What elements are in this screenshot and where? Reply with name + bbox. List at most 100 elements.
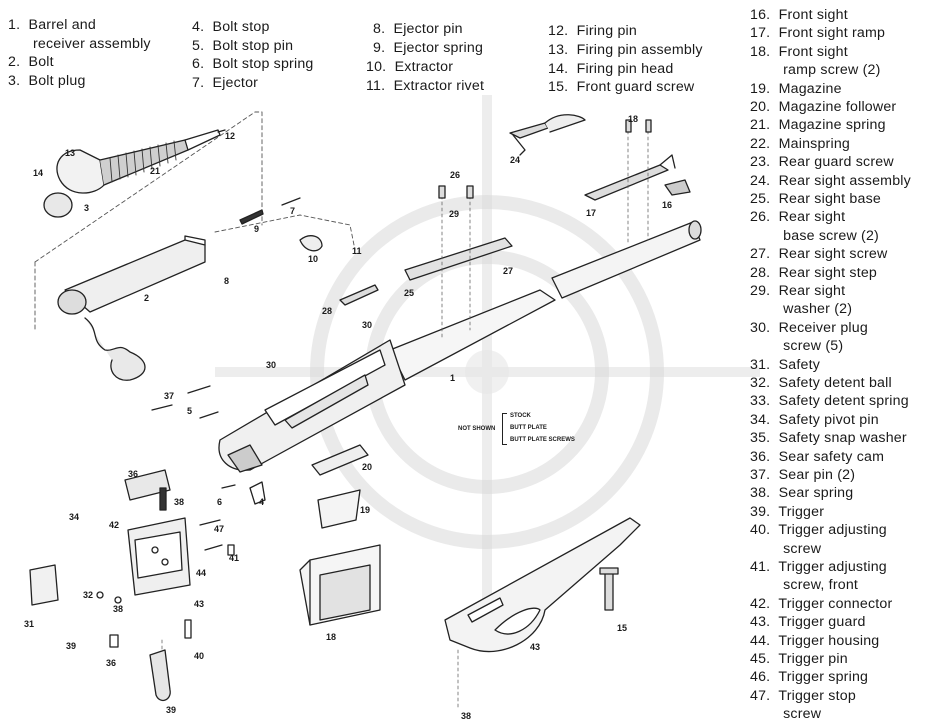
callout: 34 xyxy=(69,512,80,522)
part-list-item: 45. Trigger pin xyxy=(750,651,848,667)
callout: 10 xyxy=(308,254,319,264)
callout: 41 xyxy=(229,553,240,563)
callout: 43 xyxy=(194,599,205,609)
part-list-item-3: 3. Bolt plug xyxy=(8,73,86,89)
callout: 30 xyxy=(362,320,373,330)
part-list-item: 47. Trigger stop xyxy=(750,687,856,704)
part-list-item: screw (5) xyxy=(750,338,844,355)
part-list-item-9: 9. Ejector spring xyxy=(373,40,484,56)
part-list-item: 25. Rear sight base xyxy=(750,191,881,207)
callout: 47 xyxy=(214,524,225,534)
callout: 11 xyxy=(352,246,362,256)
part-list-item-2: 2. Bolt xyxy=(8,54,54,70)
part-list-item: base screw (2) xyxy=(750,227,879,244)
part-list-item: 29. Rear sight xyxy=(750,283,846,299)
part-list-item: 33. Safety detent spring xyxy=(750,393,909,410)
part-list-item: 37. Sear pin (2) xyxy=(750,467,856,483)
callout: 37 xyxy=(164,391,175,401)
not-shown-item: BUTT PLATE xyxy=(510,425,547,431)
callout: 32 xyxy=(83,590,94,600)
part-list-item-8: 8. Ejector pin xyxy=(373,21,463,37)
callout: 16 xyxy=(662,200,673,210)
callout: 27 xyxy=(503,266,514,276)
part-list-item: 20. Magazine follower xyxy=(750,99,897,115)
callout: 1 xyxy=(450,373,456,383)
not-shown-brace xyxy=(502,413,507,445)
callout: 12 xyxy=(225,131,236,141)
part-list-item: 28. Rear sight step xyxy=(750,264,878,281)
part-list-item: 16. Front sight xyxy=(750,7,848,23)
part-list-item: 17. Front sight ramp xyxy=(750,25,886,42)
callout: 26 xyxy=(450,170,461,180)
callout: 36 xyxy=(128,469,139,479)
part-list-item: 46. Trigger spring xyxy=(750,669,869,686)
not-shown-item: STOCK xyxy=(510,413,531,419)
part-list-item-13: 13. Firing pin assembly xyxy=(548,42,703,58)
part-list-item-1-cont: receiver assembly xyxy=(33,36,151,52)
callout: 8 xyxy=(224,276,230,286)
callout: 2 xyxy=(144,293,150,303)
callout: 36 xyxy=(106,658,117,668)
callout: 13 xyxy=(65,148,76,158)
callout: 31 xyxy=(24,619,35,629)
part-list-item: 39. Trigger xyxy=(750,503,825,520)
part-list-item: 22. Mainspring xyxy=(750,135,850,152)
part-list-item: ramp screw (2) xyxy=(750,62,881,79)
not-shown-item: BUTT PLATE SCREWS xyxy=(510,437,575,443)
part-list-item: 19. Magazine xyxy=(750,80,842,97)
part-list-item: 23. Rear guard screw xyxy=(750,154,894,171)
callout: 20 xyxy=(362,462,373,472)
part-list-item: screw xyxy=(750,706,822,723)
part-list-item-4: 4. Bolt stop xyxy=(192,19,270,35)
callout: 38 xyxy=(113,604,124,614)
part-list-item: 43. Trigger guard xyxy=(750,614,866,631)
callout: 17 xyxy=(586,208,597,218)
callout: 14 xyxy=(33,168,44,178)
callout: 15 xyxy=(617,623,628,633)
magazine-drawing xyxy=(299,544,381,626)
callout: 38 xyxy=(461,711,472,721)
callout: 28 xyxy=(322,306,333,316)
callout: 42 xyxy=(109,520,120,530)
part-list-item: 30. Receiver plug xyxy=(750,319,868,336)
callout: 43 xyxy=(530,642,541,652)
part-list-item: 34. Safety pivot pin xyxy=(750,411,879,428)
part-list-item: 42. Trigger connector xyxy=(750,595,893,612)
part-list-item-12: 12. Firing pin xyxy=(548,23,637,39)
part-list-item-5: 5. Bolt stop pin xyxy=(192,38,294,54)
callout: 3 xyxy=(84,203,90,213)
bolt-drawing xyxy=(57,235,206,381)
callout: 39 xyxy=(66,641,77,651)
callout: 29 xyxy=(449,209,460,219)
part-list-item: 31. Safety xyxy=(750,356,821,373)
part-list-item: washer (2) xyxy=(750,301,853,318)
firing-pin-assembly-drawing xyxy=(43,129,226,218)
part-list-item: 41. Trigger adjusting xyxy=(750,559,887,575)
not-shown-label: NOT SHOWN xyxy=(458,426,496,432)
callout: 38 xyxy=(174,497,185,507)
callout: 21 xyxy=(150,166,161,176)
callout: 5 xyxy=(187,406,193,416)
callout: 18 xyxy=(326,632,337,642)
callout: 24 xyxy=(510,155,521,165)
part-list-item-6: 6. Bolt stop spring xyxy=(192,56,314,72)
part-list-item-1: 1. Barrel and xyxy=(8,17,96,33)
callout: 40 xyxy=(194,651,205,661)
part-list-item: 40. Trigger adjusting xyxy=(750,522,887,539)
part-list-item-10: 10. Extractor xyxy=(366,59,454,75)
part-list-item: 38. Sear spring xyxy=(750,485,854,502)
part-list-item: 32. Safety detent ball xyxy=(750,375,892,391)
trigger-guard-drawing xyxy=(444,517,641,653)
callout: 39 xyxy=(166,705,177,715)
part-list-item-7: 7. Ejector xyxy=(192,75,259,91)
part-list-item: 18. Front sight xyxy=(750,43,848,60)
part-list-item: screw, front xyxy=(750,577,859,594)
callout: 19 xyxy=(360,505,371,515)
barrel-receiver-drawing xyxy=(218,220,702,473)
callout: 30 xyxy=(266,360,277,370)
callout: 4 xyxy=(259,497,265,507)
callout: 25 xyxy=(404,288,415,298)
